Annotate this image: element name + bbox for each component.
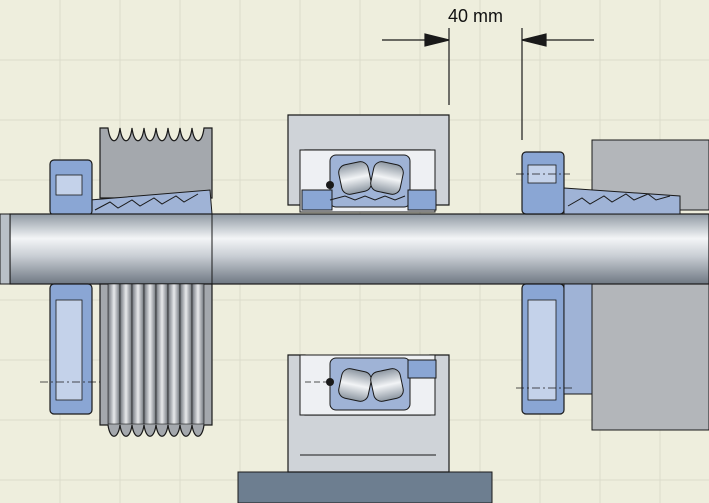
spherical-roller-bearing-lower [299,354,437,416]
spherical-roller-bearing-upper [299,149,437,213]
housing-base [237,471,493,503]
pulley-upper [99,127,213,199]
pulley-lower [99,283,213,437]
shaft [9,213,709,285]
dimension-label: 40 mm [448,6,504,26]
right-block-lower [591,281,709,431]
shaft-left-end [0,213,11,285]
dimension-annotation [382,28,594,140]
adapter-sleeve-right-upper [563,187,681,215]
